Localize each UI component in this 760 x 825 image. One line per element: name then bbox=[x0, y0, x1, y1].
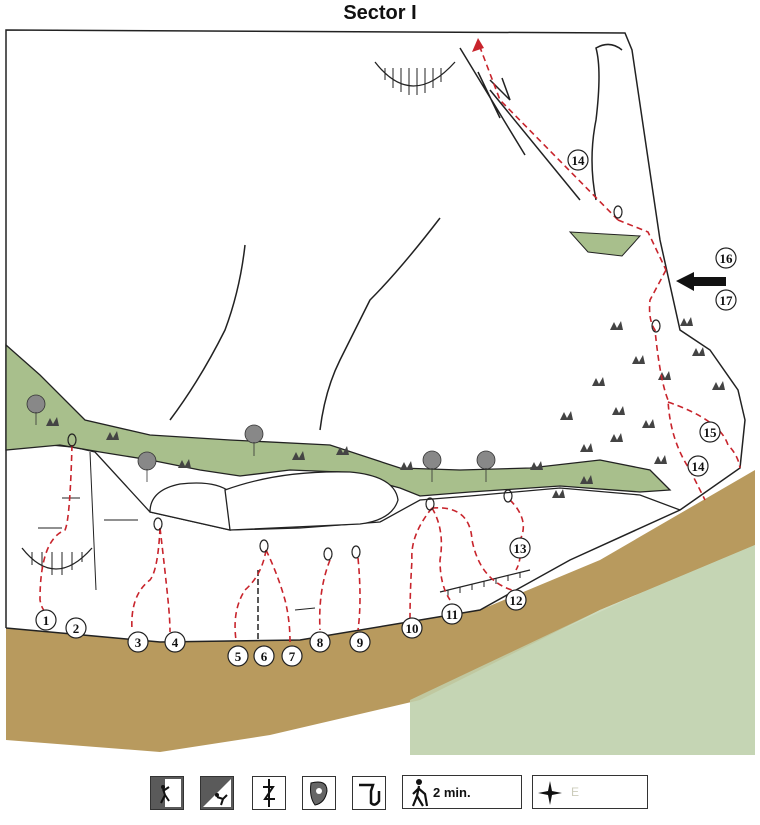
route-5 bbox=[227, 645, 249, 667]
route-16 bbox=[715, 247, 737, 269]
route-2 bbox=[65, 617, 87, 639]
route-label: 14 bbox=[692, 459, 706, 474]
route-label: 15 bbox=[704, 425, 718, 440]
route-14-bottom bbox=[687, 455, 709, 477]
route-label: 4 bbox=[172, 635, 179, 650]
route-11 bbox=[441, 603, 463, 625]
route-14-top bbox=[567, 149, 589, 171]
compass-icon bbox=[538, 781, 562, 805]
pocket-hold-icon bbox=[302, 776, 336, 810]
vegetation-band bbox=[5, 343, 672, 497]
route-17 bbox=[715, 289, 737, 311]
route-label: 6 bbox=[261, 649, 268, 664]
trees bbox=[26, 394, 496, 482]
topo-diagram: 1 2 3 4 5 6 7 8 9 10 11 12 13 14 14 15 1… bbox=[5, 29, 755, 755]
tufa-hold-icon bbox=[352, 776, 386, 810]
route-3 bbox=[127, 631, 149, 653]
vertical-wall-icon bbox=[150, 776, 184, 810]
small-ledge bbox=[568, 231, 642, 257]
orientation-box: E bbox=[532, 775, 648, 809]
route-label: 7 bbox=[289, 649, 296, 664]
route-8 bbox=[309, 631, 331, 653]
boulder-right bbox=[224, 471, 399, 531]
cave-left bbox=[21, 547, 93, 570]
route-6 bbox=[253, 645, 275, 667]
route-label: 17 bbox=[720, 293, 734, 308]
route-12 bbox=[505, 589, 527, 611]
route-7 bbox=[281, 645, 303, 667]
hiker-icon bbox=[411, 779, 429, 807]
route-label: 13 bbox=[514, 541, 528, 556]
route-label: 9 bbox=[357, 635, 364, 650]
route-label: 5 bbox=[235, 649, 242, 664]
route-10 bbox=[401, 617, 423, 639]
route-4 bbox=[164, 631, 186, 653]
route-label: 16 bbox=[720, 251, 734, 266]
page-title: Sector I bbox=[343, 2, 417, 24]
legend-bar: 2 min. E bbox=[0, 770, 760, 820]
overhang-icon bbox=[200, 776, 234, 810]
cave-top bbox=[374, 61, 456, 87]
route-13 bbox=[509, 537, 531, 559]
route-label: 12 bbox=[510, 593, 523, 608]
ground-band bbox=[6, 470, 755, 752]
approach-time: 2 min. bbox=[433, 785, 471, 800]
route-9 bbox=[349, 631, 371, 653]
bushes bbox=[46, 317, 725, 498]
route-label: 8 bbox=[317, 635, 324, 650]
route-label: 14 bbox=[572, 153, 586, 168]
route-label: 1 bbox=[43, 613, 50, 628]
approach-box: 2 min. bbox=[402, 775, 522, 809]
route-1 bbox=[35, 609, 57, 631]
anchors bbox=[67, 205, 661, 561]
route-numbers bbox=[35, 149, 737, 667]
orientation-label: E bbox=[571, 785, 580, 799]
route-label: 10 bbox=[406, 621, 419, 636]
route-label: 11 bbox=[446, 607, 458, 622]
crack-icon bbox=[252, 776, 286, 810]
route-label: 3 bbox=[135, 635, 142, 650]
route-label: 2 bbox=[73, 621, 80, 636]
route-15 bbox=[699, 421, 721, 443]
pointer-arrow-icon bbox=[676, 272, 726, 291]
